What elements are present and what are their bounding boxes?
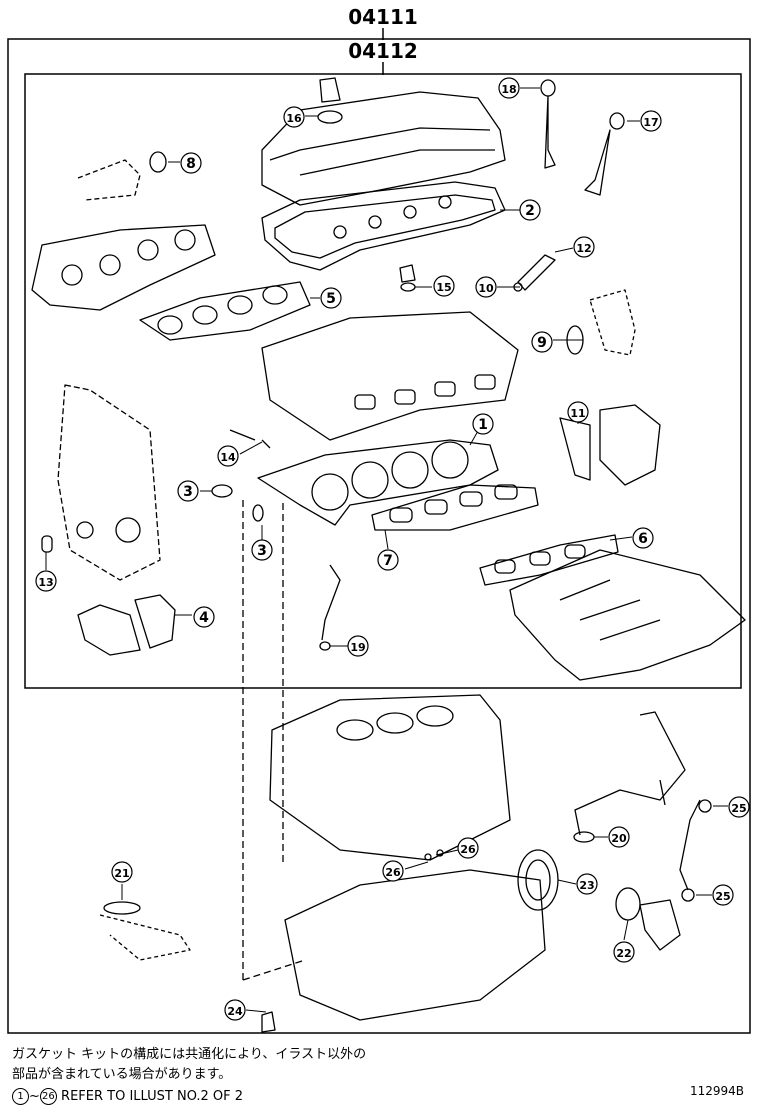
callout-22: 22: [616, 947, 631, 960]
callout-11: 11: [570, 407, 585, 420]
part-no-04111: 04111: [348, 5, 418, 29]
intake-gasket-7: [371, 484, 539, 531]
exhaust-gasket: [139, 281, 311, 341]
callout-26b: 26: [385, 866, 401, 879]
callout-3b: 3: [257, 543, 267, 559]
inner-frame: [24, 73, 742, 689]
callout-16: 16: [286, 112, 302, 125]
callout-3a: 3: [183, 484, 193, 500]
exhaust-manifold: [31, 224, 216, 311]
intake-gasket-6: [479, 534, 619, 586]
seal-8: [149, 151, 167, 173]
callout-13: 13: [38, 576, 53, 589]
callout-24: 24: [227, 1005, 243, 1018]
callout-7: 7: [383, 553, 393, 569]
head-gasket: [257, 439, 499, 526]
illustration-code: 112994B: [690, 1084, 745, 1098]
callout-markers: [35, 77, 750, 1021]
oil-seal-22: [615, 887, 641, 921]
callout-1: 1: [478, 417, 488, 433]
cylinder-head: [261, 311, 519, 441]
timing-cover: [57, 384, 161, 581]
callout-9: 9: [537, 335, 547, 351]
cylinder-block: [269, 694, 511, 861]
callout-10: 10: [478, 282, 494, 295]
callout-8: 8: [186, 156, 196, 172]
callout-4: 4: [199, 610, 209, 626]
callout-18: 18: [501, 83, 516, 96]
callout-2: 2: [525, 203, 535, 219]
callout-26a: 26: [460, 843, 476, 856]
callout-25b: 25: [715, 890, 730, 903]
japanese-note-line1: ガスケット キットの構成には共通化により、イラスト以外の: [12, 1047, 367, 1062]
callout-12: 12: [576, 242, 591, 255]
callout-23: 23: [579, 879, 594, 892]
part-no-04112: 04112: [348, 39, 418, 63]
callout-25a: 25: [731, 802, 746, 815]
callout-15: 15: [436, 281, 451, 294]
ref-text: REFER TO ILLUST NO.2 OF 2: [61, 1089, 244, 1104]
callout-14: 14: [220, 451, 236, 464]
callout-21: 21: [114, 867, 129, 880]
callout-17: 17: [643, 116, 658, 129]
reference-note: 1~26 REFER TO ILLUST NO.2 OF 2: [12, 1088, 243, 1106]
cover-gasket: [261, 181, 506, 271]
outer-frame: [7, 38, 751, 1034]
intake-manifold: [509, 549, 746, 681]
head-cover: [261, 91, 506, 206]
callout-6: 6: [638, 531, 648, 547]
callout-20: 20: [611, 832, 627, 845]
callout-19: 19: [350, 641, 365, 654]
callout-5: 5: [326, 291, 336, 307]
japanese-note-line2: 部品が含まれている場合があります。: [12, 1067, 232, 1082]
ref-start-number: 1: [12, 1088, 29, 1105]
ref-end-number: 26: [39, 1088, 57, 1105]
oil-pan: [284, 869, 546, 1021]
